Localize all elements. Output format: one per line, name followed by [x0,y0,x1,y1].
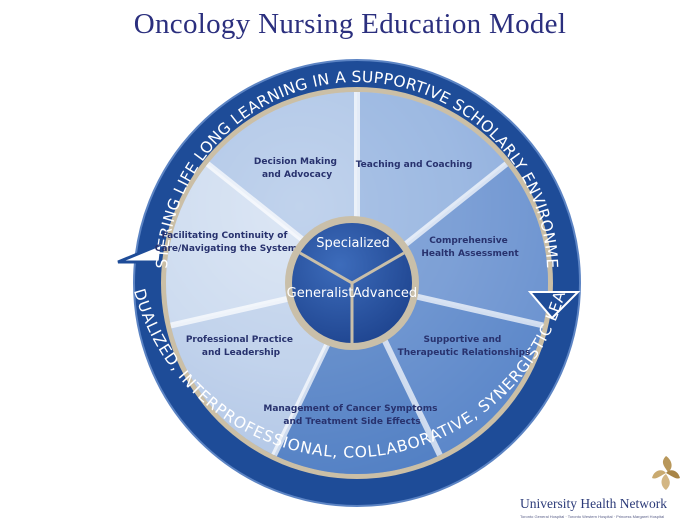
segment-therapeutic-relationships: Supportive and Therapeutic Relationships [398,335,531,358]
diagram-title: Oncology Nursing Education Model [133,8,567,40]
segment-symptom-management: Management of Cancer Symptoms and Treatm… [263,404,440,427]
outer-ring-edge [133,59,581,507]
segment-continuity-of-care: Facilitating Continuity of Care/Navigati… [155,231,297,254]
segment-teaching-coaching: Teaching and Coaching [356,160,473,170]
uhn-logo-mark-icon [652,456,680,490]
segment-professional-practice: Professional Practice and Leadership [186,335,296,358]
uhn-logo-hospitals: Toronto General Hospital · Toronto Weste… [520,514,665,519]
hub-specialized: Specialized [316,236,390,251]
uhn-logo-name: University Health Network [520,496,667,511]
uhn-logo: University Health Network Toronto Genera… [520,452,700,522]
right-arrowhead [527,291,581,320]
wheel-segment [357,283,544,456]
segment-decision-making: Decision Making and Advocacy [254,157,340,180]
wheel-segment [274,283,440,474]
segment-health-assessment: Comprehensive Health Assessment [421,236,519,259]
left-arrowhead [117,241,164,264]
hub-advanced: Advanced [353,286,417,301]
hub-divider-right [351,251,405,285]
hub-generalist: Generalist [287,286,354,301]
hub-divider-left [299,251,353,285]
